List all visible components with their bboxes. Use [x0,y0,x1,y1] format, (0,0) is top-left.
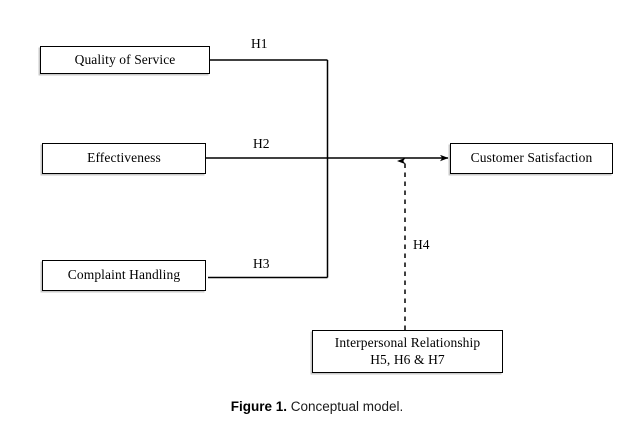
node-label-effectiveness: Effectiveness [87,150,161,166]
node-interpersonal-relationship: Interpersonal Relationship H5, H6 & H7 [312,330,503,373]
node-label-quality-of-service: Quality of Service [74,51,176,67]
node-complaint-handling: Complaint Handling [42,260,206,291]
figure-caption: Figure 1. Conceptual model. [0,399,634,414]
path-label-h4: H4 [413,237,430,252]
figure-caption-text: Conceptual model. [286,399,404,414]
node-label-interpersonal-relationship: Interpersonal Relationship [334,334,481,350]
node-label-customer-satisfaction: Customer Satisfaction [470,150,593,166]
node-label-complaint-handling: Complaint Handling [67,267,181,283]
path-label-h1: H1 [251,36,268,51]
figure-caption-label: Figure 1. [230,399,287,414]
path-label-h3: H3 [253,256,270,271]
node-label-interpersonal-hypotheses: H5, H6 & H7 [370,351,445,367]
node-effectiveness: Effectiveness [42,143,206,174]
node-quality-of-service: Quality of Service [40,46,210,74]
node-customer-satisfaction: Customer Satisfaction [450,143,613,174]
path-label-h2: H2 [253,136,270,151]
